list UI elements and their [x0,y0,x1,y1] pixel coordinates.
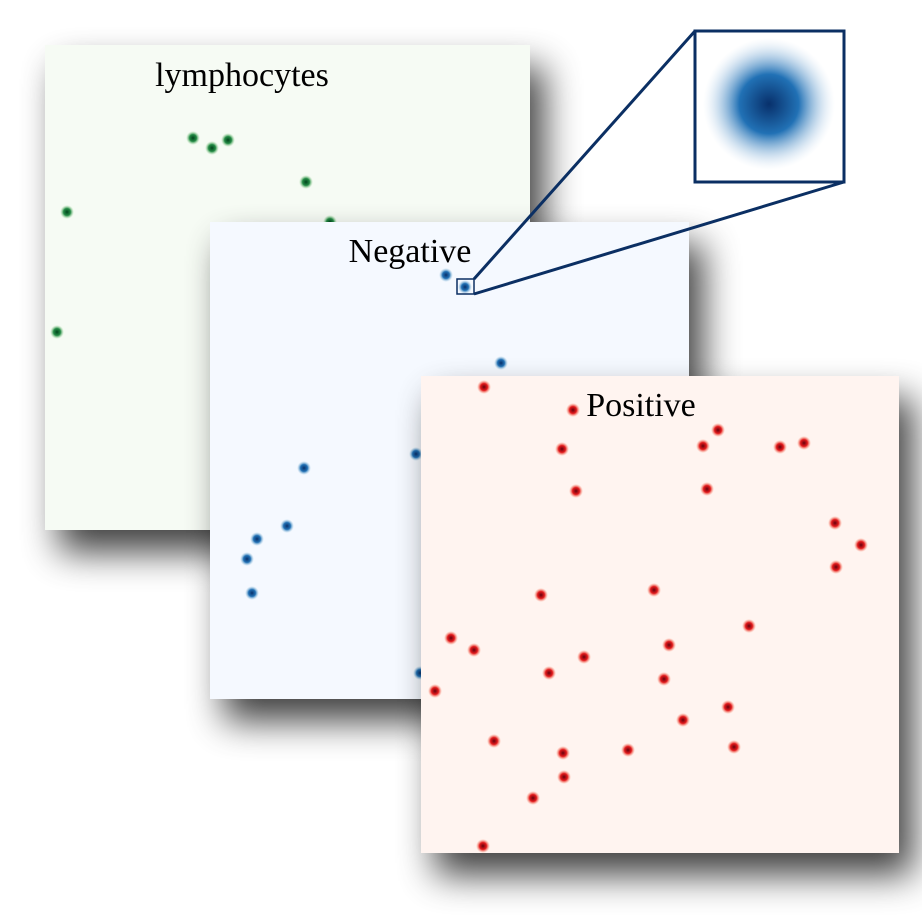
density-point [557,770,571,784]
density-point [250,532,264,546]
density-point [647,583,661,597]
density-point [621,743,635,757]
density-point [854,538,868,552]
density-point [221,133,235,147]
density-point [577,650,591,664]
density-point [476,839,490,853]
density-point [721,700,735,714]
density-point [439,268,453,282]
density-point [829,560,843,574]
panel-positive-title: Positive [586,387,696,424]
zoom-connector-lower [473,180,845,296]
density-point [60,205,74,219]
density-point [205,141,219,155]
panel-positive-background [421,376,899,853]
density-point [773,440,787,454]
density-point [676,713,690,727]
density-point [240,552,254,566]
density-point [526,791,540,805]
panel-negative-title: Negative [349,233,472,270]
density-point [662,638,676,652]
density-point [299,175,313,189]
density-point [494,356,508,370]
zoom-source-box [456,278,475,295]
density-point [477,380,491,394]
density-point [696,439,710,453]
density-point [569,484,583,498]
density-point [50,325,64,339]
density-point [534,588,548,602]
density-point [542,666,556,680]
density-point [428,684,442,698]
density-point [700,482,714,496]
density-point [297,461,311,475]
panel-positive: Positive [421,376,899,853]
density-point [186,131,200,145]
density-point [458,280,472,294]
density-point [828,516,842,530]
density-point [566,403,580,417]
density-point [711,423,725,437]
density-point [742,619,756,633]
density-point [467,643,481,657]
density-point [280,519,294,533]
density-point [444,631,458,645]
density-point [487,734,501,748]
density-point [555,442,569,456]
density-point [409,447,423,461]
zoom-inset-frame [693,29,846,184]
panel-lymphocytes-title: lymphocytes [155,57,329,94]
density-point [727,740,741,754]
density-point [556,746,570,760]
zoom-connector-upper [472,30,697,280]
panel-negative-points [240,268,508,680]
density-point [797,436,811,450]
zoom-callout [456,29,846,296]
panel-positive-points [428,380,868,853]
zoom-inset-blob [703,38,835,170]
density-point [245,586,259,600]
density-point [657,672,671,686]
